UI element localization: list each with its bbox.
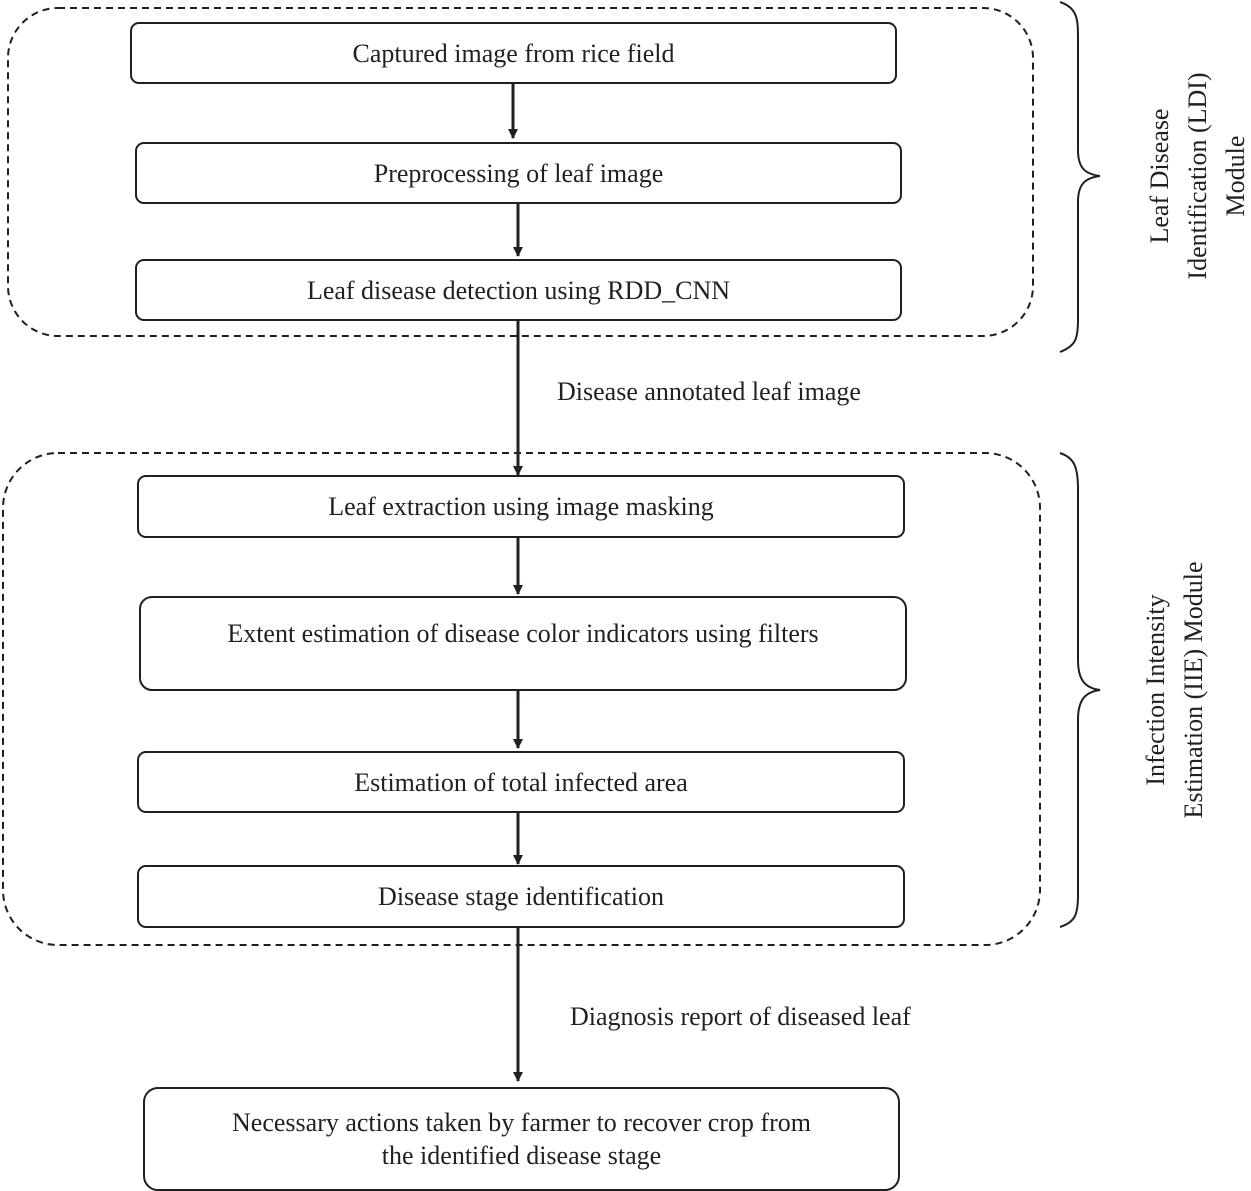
- step-box: [139, 596, 907, 691]
- iie-brace: [1059, 452, 1101, 928]
- ldi-module-group: [7, 7, 1034, 337]
- step-box: [143, 1087, 900, 1191]
- iie-label-line: Estimation (IIE) Module: [1179, 561, 1208, 819]
- step-captured-image: Captured image from rice field: [352, 38, 675, 68]
- ldi-brace: [1059, 1, 1101, 353]
- step-farmer-actions: Necessary actions taken by farmer to rec…: [144, 1088, 899, 1190]
- step-box: [137, 751, 905, 813]
- step-box: [137, 475, 905, 538]
- edge-label-diagnosis: Diagnosis report of diseased leaf: [570, 1002, 911, 1031]
- ldi-module-label: Leaf Disease Identification (LDI) Module: [1141, 72, 1251, 279]
- step-box: [137, 865, 905, 928]
- step-preprocessing: Preprocessing of leaf image: [373, 158, 664, 188]
- edge-label-annotated: Disease annotated leaf image: [557, 377, 861, 406]
- iie-module-label: Infection Intensity Estimation (IIE) Mod…: [1137, 561, 1213, 818]
- step-stage-identification: Disease stage identification: [378, 882, 664, 911]
- ldi-label-line: Module: [1221, 135, 1250, 217]
- final-step-line-1: Necessary actions taken by farmer to rec…: [232, 1108, 811, 1137]
- step-extent-estimation: Extent estimation of disease color indic…: [227, 618, 819, 648]
- step-infected-area: Estimation of total infected area: [354, 767, 688, 797]
- ldi-label-line: Leaf Disease: [1145, 108, 1174, 244]
- iie-label-line: Infection Intensity: [1141, 594, 1170, 786]
- iie-module-group: [2, 452, 1041, 946]
- final-step-line-2: the identified disease stage: [381, 1141, 662, 1170]
- step-leaf-extraction: Leaf extraction using image masking: [328, 492, 714, 521]
- ldi-label-line: Identification (LDI): [1183, 72, 1212, 280]
- step-disease-detection: Leaf disease detection using RDD_CNN: [306, 275, 731, 305]
